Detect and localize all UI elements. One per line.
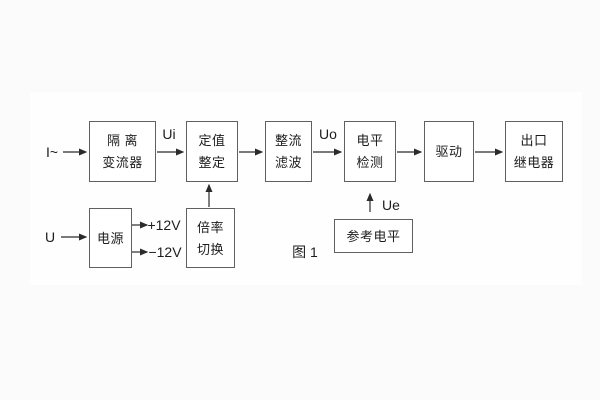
block-label: 电平 bbox=[356, 133, 384, 148]
block-label: 继电器 bbox=[513, 155, 555, 170]
block-label: 倍率 bbox=[196, 219, 224, 235]
label-minus12v: −12V bbox=[148, 244, 182, 260]
label-ue: Ue bbox=[382, 197, 400, 213]
block-label: 出口 bbox=[520, 133, 548, 148]
label-plus12v: +12V bbox=[147, 217, 181, 233]
block-label: 整定 bbox=[198, 155, 226, 170]
block-reference-level: 参考电平 bbox=[334, 219, 413, 253]
label-input-voltage: U bbox=[44, 229, 56, 245]
label-uo: Uo bbox=[319, 126, 337, 142]
block-ratio-switch: 倍率 切换 bbox=[186, 208, 235, 268]
block-isolation-transformer: 隔 离 变流器 bbox=[89, 121, 156, 182]
block-label: 参考电平 bbox=[346, 228, 401, 244]
block-label: 变流器 bbox=[102, 155, 143, 170]
block-setting-adjust: 定值 整定 bbox=[186, 121, 238, 182]
label-ui: Ui bbox=[162, 126, 176, 142]
block-label: 滤波 bbox=[274, 155, 302, 170]
block-power-supply: 电源 bbox=[89, 208, 132, 268]
block-label: 隔 离 bbox=[106, 133, 139, 148]
block-label: 检测 bbox=[356, 155, 384, 170]
block-output-relay: 出口 继电器 bbox=[505, 121, 563, 182]
block-label: 驱动 bbox=[435, 144, 463, 159]
label-input-current: I~ bbox=[45, 144, 59, 160]
figure-caption: 图 1 bbox=[292, 244, 318, 260]
block-level-detect: 电平 检测 bbox=[344, 121, 396, 182]
block-label: 定值 bbox=[198, 133, 226, 148]
block-rectifier-filter: 整流 滤波 bbox=[265, 121, 312, 182]
block-driver: 驱动 bbox=[424, 121, 474, 182]
block-label: 电源 bbox=[96, 230, 124, 246]
block-label: 整流 bbox=[274, 133, 302, 148]
block-label: 切换 bbox=[196, 241, 224, 257]
